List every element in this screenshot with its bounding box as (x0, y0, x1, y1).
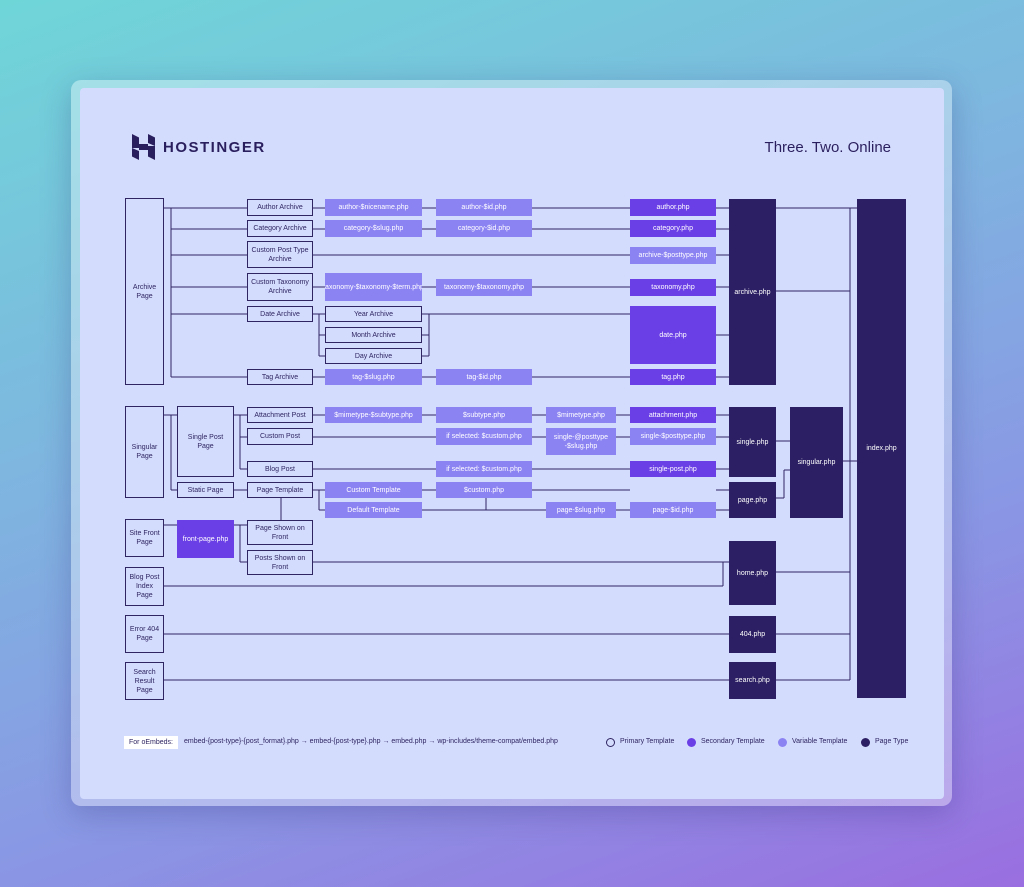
posts-shown-on-front-node: Posts Shown on Front (247, 550, 313, 575)
subtype-template: $subtype.php (436, 407, 532, 423)
custom-taxonomy-archive-node: Custom Taxonomy Archive (247, 273, 313, 301)
author-id-template: author-$id.php (436, 199, 532, 216)
blog-post-index-page-node: Blog Post Index Page (125, 567, 164, 606)
hostinger-logo-icon (132, 134, 155, 160)
oembed-chain: embed-{post-type}-{post_format}.php → em… (184, 738, 558, 745)
attachment-post-node: Attachment Post (247, 407, 313, 423)
primary-template-legend-icon (606, 738, 615, 747)
date-php-template: date.php (630, 306, 716, 364)
mimetype-subtype-template: $mimetype-$subtype.php (325, 407, 422, 423)
oembed-label: For oEmbeds: (124, 736, 178, 749)
date-archive-node: Date Archive (247, 306, 313, 322)
single-posttype-template: single-$posttype.php (630, 428, 716, 445)
page-id-template: page-$id.php (630, 502, 716, 518)
tagline: Three. Two. Online (764, 139, 891, 156)
single-php-template: single.php (729, 407, 776, 477)
single-post-page-node: Single Post Page (177, 406, 234, 477)
taxonomy-term-template: taxonomy-$taxonomy-$term.php (325, 273, 422, 301)
tag-archive-node: Tag Archive (247, 369, 313, 385)
index-php-template: index.php (857, 199, 906, 698)
front-page-php-template: front-page.php (177, 520, 234, 558)
author-php-template: author.php (630, 199, 716, 216)
mimetype-template: $mimetype.php (546, 407, 616, 423)
category-slug-template: category-$slug.php (325, 220, 422, 237)
page-type-legend-icon (861, 738, 870, 747)
default-template-node: Default Template (325, 502, 422, 518)
static-page-node: Static Page (177, 482, 234, 498)
tag-php-template: tag.php (630, 369, 716, 385)
custom-post-node: Custom Post (247, 428, 313, 445)
variable-template-legend: Variable Template (792, 738, 848, 745)
day-archive-node: Day Archive (325, 348, 422, 364)
primary-template-legend: Primary Template (620, 738, 675, 745)
singular-page-node: Singular Page (125, 406, 164, 498)
tag-id-template: tag-$id.php (436, 369, 532, 385)
search-php-template: search.php (729, 662, 776, 699)
author-archive-node: Author Archive (247, 199, 313, 216)
attachment-php-template: attachment.php (630, 407, 716, 423)
search-result-page-node: Search Result Page (125, 662, 164, 700)
singular-php-template: singular.php (790, 407, 843, 518)
secondary-template-legend: Secondary Template (701, 738, 765, 745)
page-shown-on-front-node: Page Shown on Front (247, 520, 313, 545)
custom-template-node: Custom Template (325, 482, 422, 498)
category-id-template: category-$id.php (436, 220, 532, 237)
archive-posttype-template: archive-$posttype.php (630, 247, 716, 264)
page-php-template: page.php (729, 482, 776, 518)
archive-page-node: Archive Page (125, 198, 164, 385)
author-nicename-template: author-$nicename.php (325, 199, 422, 216)
if-selected-custom-template-2: if selected: $custom.php (436, 461, 532, 477)
category-php-template: category.php (630, 220, 716, 237)
404-php-template: 404.php (729, 616, 776, 653)
home-php-template: home.php (729, 541, 776, 605)
single-posttype-slug-template: single-@posttype -$slug.php (546, 428, 616, 455)
taxonomy-php-template: taxonomy.php (630, 279, 716, 296)
page-template-node: Page Template (247, 482, 313, 498)
month-archive-node: Month Archive (325, 327, 422, 343)
error-404-page-node: Error 404 Page (125, 615, 164, 653)
category-archive-node: Category Archive (247, 220, 313, 237)
archive-php-template: archive.php (729, 199, 776, 385)
tag-slug-template: tag-$slug.php (325, 369, 422, 385)
page-slug-template: page-$slug.php (546, 502, 616, 518)
year-archive-node: Year Archive (325, 306, 422, 322)
custom-php-template: $custom.php (436, 482, 532, 498)
secondary-template-legend-icon (687, 738, 696, 747)
single-post-php-template: single-post.php (630, 461, 716, 477)
brand-name: HOSTINGER (163, 139, 266, 156)
site-front-page-node: Site Front Page (125, 519, 164, 557)
taxonomy-taxonomy-template: taxonomy-$taxonomy.php (436, 279, 532, 296)
if-selected-custom-template-1: if selected: $custom.php (436, 428, 532, 445)
page-type-legend: Page Type (875, 738, 909, 745)
variable-template-legend-icon (778, 738, 787, 747)
custom-post-type-archive-node: Custom Post Type Archive (247, 241, 313, 268)
blog-post-node: Blog Post (247, 461, 313, 477)
